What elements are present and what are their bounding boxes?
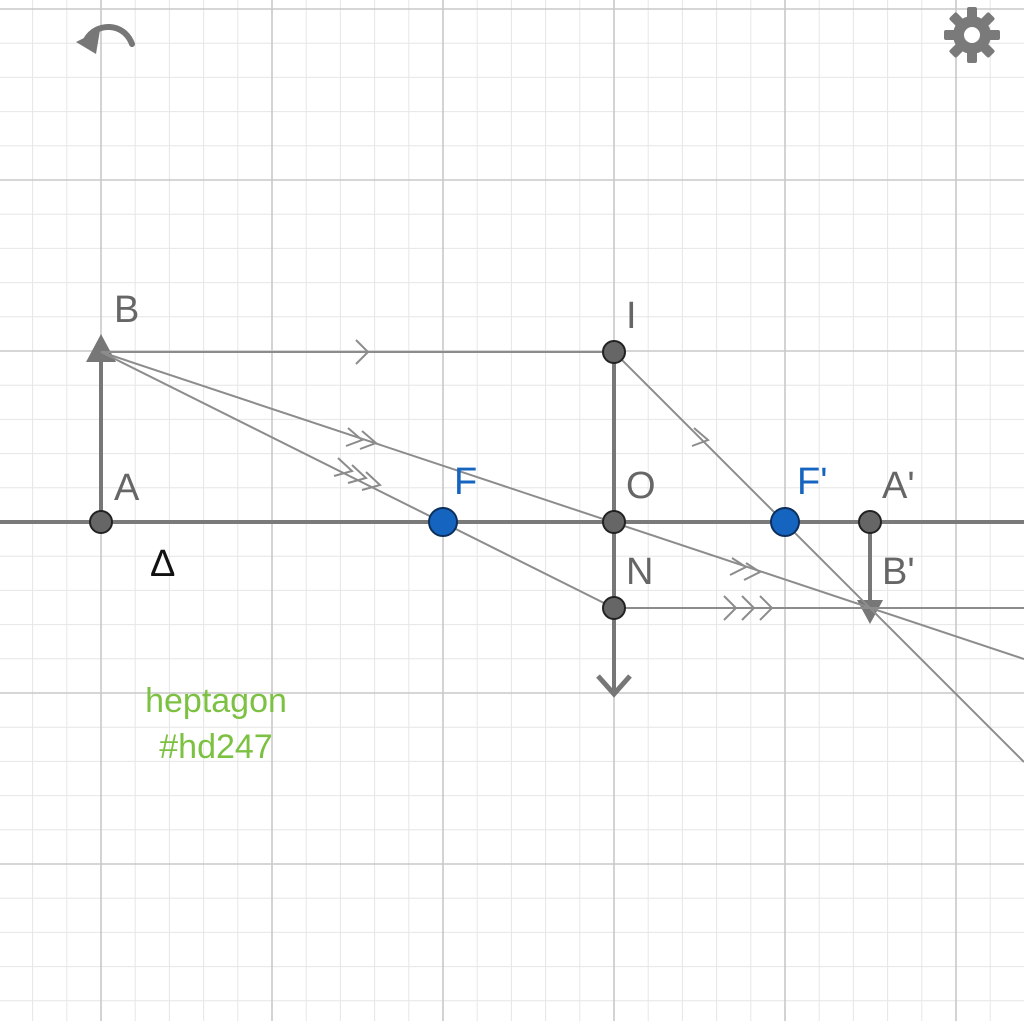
point-n[interactable]: [602, 596, 626, 620]
label-o: O: [626, 465, 656, 507]
chevron-double-after-o-2: [743, 562, 763, 581]
label-i: I: [626, 295, 637, 337]
watermark-line-2: #hd247: [159, 728, 272, 766]
watermark-line-1: heptagon: [145, 682, 287, 720]
label-f-prime: F': [797, 461, 827, 503]
point-labels: B A I F O F' A' N B' Δ: [114, 289, 915, 593]
ray-direction-marks: [333, 339, 774, 621]
chevron-triple-bottom-2: [741, 595, 756, 621]
ray-i-through-f-prime: [613, 351, 1024, 763]
undo-button[interactable]: [76, 24, 135, 54]
image-arrowhead: [857, 600, 883, 624]
label-a: A: [114, 467, 140, 509]
point-i[interactable]: [602, 340, 626, 364]
label-b: B: [114, 289, 139, 331]
point-f[interactable]: [428, 507, 458, 537]
watermark: heptagon #hd247: [145, 682, 287, 766]
chevron-triple-bottom-3: [759, 595, 774, 621]
lens-arrowhead: [596, 674, 632, 698]
chevron-triple-lower-1: [333, 457, 354, 477]
chevron-triple-bottom-1: [723, 595, 738, 621]
chevron-ray-i: [691, 427, 710, 447]
chevron-double-upper-1: [345, 427, 364, 447]
label-axis-delta: Δ: [150, 543, 175, 585]
label-a-prime: A': [882, 465, 915, 507]
label-b-prime: B': [882, 551, 915, 593]
settings-button[interactable]: [944, 7, 1000, 63]
point-f-prime[interactable]: [770, 507, 800, 537]
point-a-prime[interactable]: [858, 510, 882, 534]
label-n: N: [626, 551, 653, 593]
chevron-triple-lower-2: [347, 464, 368, 484]
chevron-single-top: [355, 339, 370, 365]
chevron-double-upper-2: [359, 430, 378, 450]
undo-icon: [76, 24, 135, 54]
points: [89, 340, 882, 620]
chevron-triple-lower-3: [361, 471, 382, 491]
point-a[interactable]: [89, 510, 113, 534]
point-o[interactable]: [602, 510, 626, 534]
gear-icon: [944, 7, 1000, 63]
chevron-double-after-o-1: [729, 557, 749, 576]
label-f: F: [454, 461, 477, 503]
